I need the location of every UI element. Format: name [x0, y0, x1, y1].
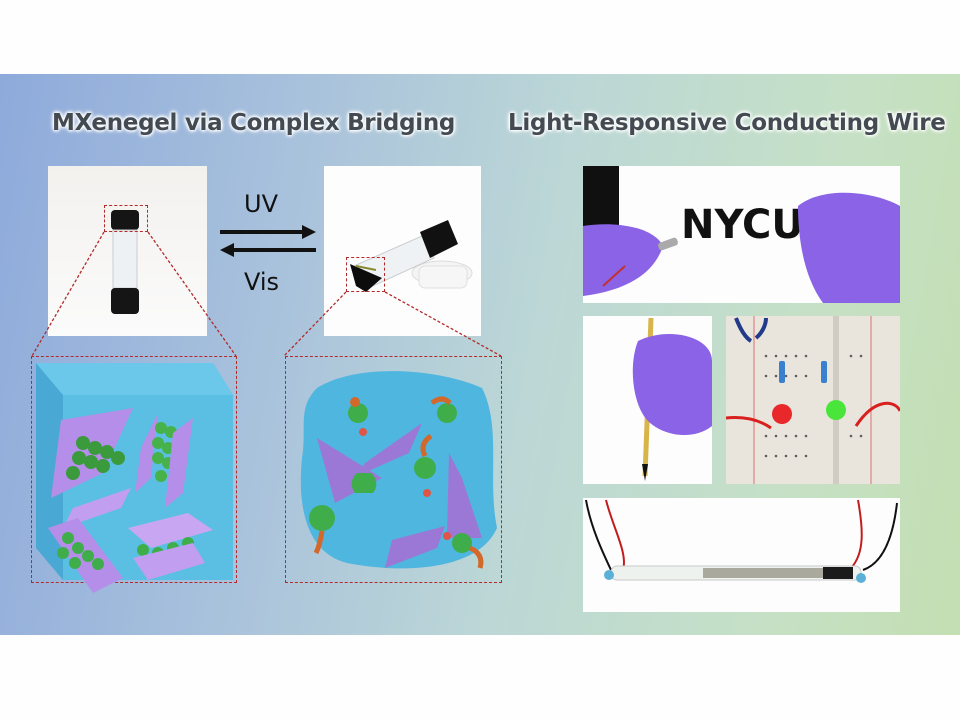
breadboard-scene	[726, 316, 900, 484]
mxene-bridged-stack-3	[48, 518, 123, 593]
sol-dispersion-schematic	[300, 371, 497, 569]
left-section-title: MXenegel via Complex Bridging	[52, 110, 456, 136]
gel-handwriting-scene: NYCU	[583, 166, 900, 303]
free-mxene-sheets	[317, 423, 482, 568]
equilibrium-arrows-icon	[220, 225, 316, 257]
sol-vial-photo	[324, 166, 481, 336]
uv-label: UV	[244, 190, 278, 218]
gel-cube-schematic	[36, 363, 233, 593]
gel-vial-photo	[48, 166, 207, 336]
vial-inverted-icon	[111, 210, 139, 314]
zoom-region-gel	[104, 205, 148, 232]
free-host-guest-molecules	[309, 396, 484, 569]
gel-tube-scene	[585, 499, 898, 583]
nycu-gel-text: NYCU	[681, 202, 804, 248]
mxene-bridged-stack-1	[51, 408, 133, 528]
vial-tilted-icon	[350, 220, 473, 292]
brush-pen-photo	[583, 316, 712, 484]
mxene-bridged-stack-4	[128, 513, 213, 580]
sol-schematic-frame	[285, 356, 502, 583]
nycu-written-photo: NYCU	[583, 166, 900, 303]
brush-hand-scene	[632, 317, 712, 481]
breadboard-led-photo	[726, 316, 900, 484]
green-led-icon	[826, 400, 846, 420]
vis-label: Vis	[244, 268, 280, 296]
right-section-title: Light-Responsive Conducting Wire	[508, 110, 946, 136]
gel-schematic-frame	[31, 356, 237, 583]
red-led-icon	[772, 404, 792, 424]
gel-tube-photo	[583, 498, 900, 612]
zoom-region-sol	[346, 257, 385, 292]
mxene-bridged-stack-2	[135, 413, 193, 508]
